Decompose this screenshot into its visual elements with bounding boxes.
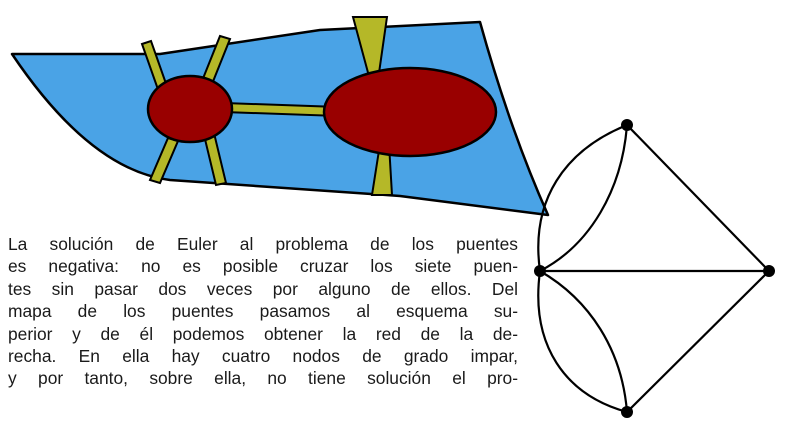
caption-line: recha. En ella hay cuatro nodos de grado…: [8, 346, 518, 367]
node-top: [621, 119, 633, 131]
edge-top-right: [626, 124, 770, 272]
caption-line: perior y de él podemos obtener la red de…: [8, 323, 518, 344]
caption-line: es negativa: no es posible cruzar los si…: [8, 256, 518, 277]
graph-nodes: [534, 119, 775, 418]
node-bottom: [621, 406, 633, 418]
caption-line: tes sin pasar dos veces por alguno de el…: [8, 278, 518, 299]
caption-line: La solución de Euler al problema de los …: [8, 234, 518, 254]
island-large: [322, 66, 498, 158]
node-left: [534, 265, 546, 277]
river-map: [10, 16, 550, 217]
euler-graph: [537, 123, 770, 414]
caption-line: y por tanto, sobre ella, no tiene soluci…: [8, 368, 518, 389]
caption-text: La solución de Euler al problema de los …: [8, 233, 518, 390]
edge-left-bottom-inner: [539, 270, 629, 413]
caption-line: mapa de los puentes pasamos al esquema s…: [8, 301, 518, 322]
island-small: [146, 74, 234, 144]
edge-bottom-right: [626, 270, 770, 413]
node-right: [763, 265, 775, 277]
edge-top-left-inner: [539, 124, 629, 272]
edge-top-left-outer: [537, 123, 628, 272]
edge-left-bottom-outer: [537, 270, 628, 414]
